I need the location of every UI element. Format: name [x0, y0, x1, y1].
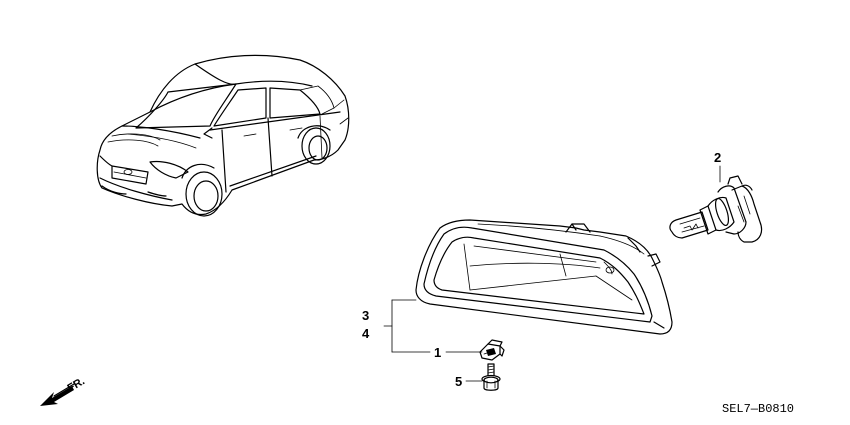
callout-2: 2 [714, 150, 721, 165]
direction-label: FR. [66, 375, 87, 394]
callout-3: 3 [362, 308, 369, 323]
screw-illustration [481, 363, 501, 391]
front-arrow-icon [40, 386, 74, 406]
callout-1: 1 [434, 345, 441, 360]
clip-illustration [479, 339, 505, 361]
callout-leader-lines [383, 299, 483, 382]
callout-4: 4 [362, 326, 370, 341]
diagram-code: SEL7—B0810 [722, 402, 794, 416]
vehicle-overview-illustration [96, 54, 350, 217]
bulb-illustration [669, 165, 763, 243]
fog-light-housing-illustration [415, 219, 673, 335]
callout-5: 5 [455, 374, 462, 389]
front-direction-indicator: FR. [40, 375, 87, 406]
